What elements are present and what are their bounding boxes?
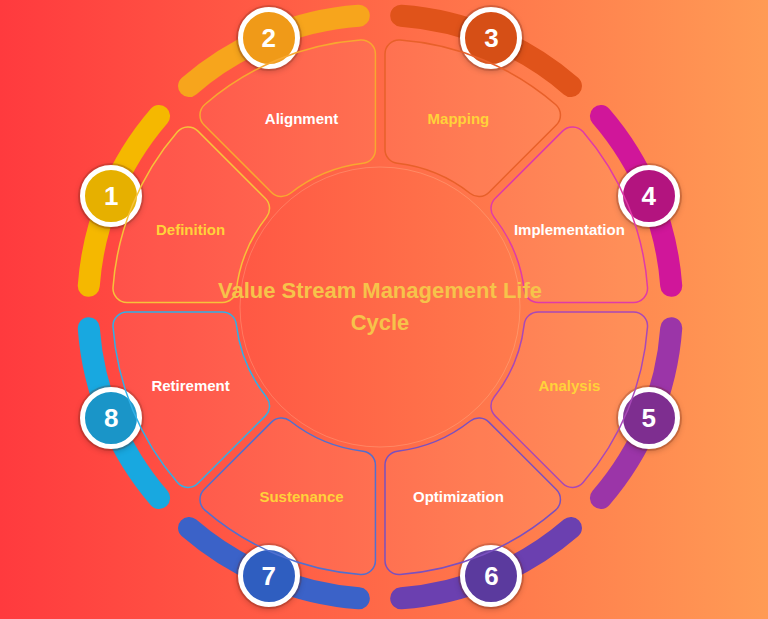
stage-segment: Retirement — [111, 310, 272, 489]
segment-shape — [200, 40, 375, 197]
stage-label: Retirement — [151, 377, 229, 394]
diagram-title: Value Stream Management Life Cycle — [200, 275, 560, 339]
step-number: 5 — [642, 405, 656, 431]
segment-outline — [111, 310, 272, 489]
stage-label: Implementation — [514, 220, 625, 237]
segment-shape — [113, 312, 270, 487]
stage-segment: Implementation — [489, 125, 650, 304]
step-number: 6 — [484, 563, 498, 589]
step-number: 3 — [484, 25, 498, 51]
stage-segment: Alignment — [198, 38, 377, 199]
stage-segment: Optimization — [383, 416, 562, 577]
segment-outline — [489, 125, 650, 304]
step-number: 2 — [261, 25, 275, 51]
stage-label: Sustenance — [259, 488, 343, 505]
inner-circle — [240, 167, 520, 447]
segment-shape — [385, 418, 560, 575]
step-number: 7 — [261, 563, 275, 589]
stage-label: Analysis — [539, 377, 601, 394]
step-number: 4 — [642, 183, 656, 209]
step-number: 1 — [104, 183, 118, 209]
segment-shape — [491, 127, 648, 302]
stage-label: Alignment — [265, 109, 338, 126]
stage-label: Optimization — [413, 488, 504, 505]
step-number: 8 — [104, 405, 118, 431]
stage-label: Definition — [156, 220, 225, 237]
stage-label: Mapping — [428, 109, 490, 126]
